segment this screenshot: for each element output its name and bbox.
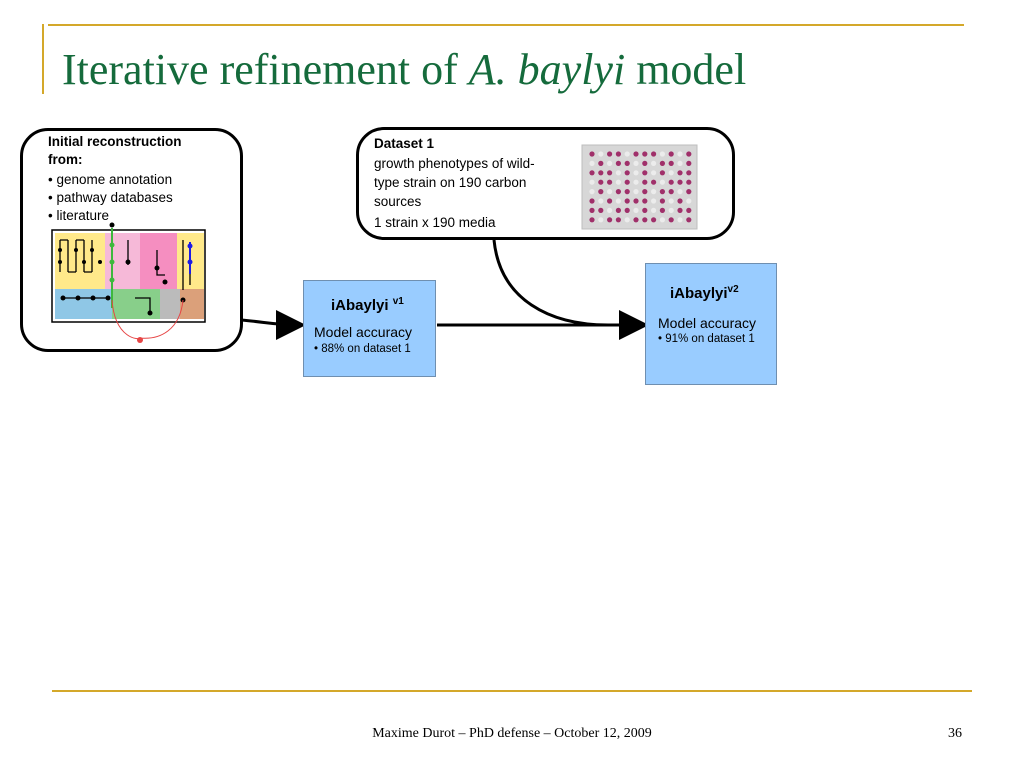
slide-title: Iterative refinement of A. baylyi model <box>62 40 746 100</box>
initial-item-literature: • literature <box>48 208 110 223</box>
dataset-line2: type strain on 190 carbon <box>374 175 527 190</box>
initial-item-pathway: • pathway databases <box>48 190 173 205</box>
initial-heading-from: from: <box>48 152 83 167</box>
title-part1: Iterative refinement of <box>62 45 469 94</box>
initial-item-genome: • genome annotation <box>48 172 173 187</box>
dataset-line1: growth phenotypes of wild- <box>374 156 535 171</box>
model-v2-accuracy-label: Model accuracy <box>658 315 757 331</box>
model-v2-version: v2 <box>727 284 739 295</box>
model-v2-accuracy-item: • 91% on dataset 1 <box>658 333 755 345</box>
dataset-line3: sources <box>374 194 422 209</box>
page-number: 36 <box>948 726 962 741</box>
model-v2-name: iAbaylyiv2 <box>670 284 739 302</box>
model-v1-version: v1 <box>392 296 404 307</box>
footer-text: Maxime Durot – PhD defense – October 12,… <box>372 726 652 741</box>
model-v1-name: iAbaylyi v1 <box>331 296 404 314</box>
model-v1-accuracy-item: • 88% on dataset 1 <box>314 343 411 355</box>
dataset-line4: 1 strain x 190 media <box>374 215 496 230</box>
model-v2-box <box>645 263 777 385</box>
top-divider <box>48 24 964 26</box>
dataset-heading: Dataset 1 <box>374 136 435 151</box>
title-italic: A. baylyi <box>468 45 626 94</box>
initial-heading: Initial reconstruction <box>48 134 182 149</box>
model-v1-box <box>303 280 436 377</box>
model-v1-accuracy-label: Model accuracy <box>314 324 413 340</box>
model-v1-name-text: iAbaylyi <box>331 297 389 314</box>
left-accent <box>42 24 44 94</box>
model-v2-name-text: iAbaylyi <box>670 285 728 302</box>
bottom-divider <box>52 690 972 692</box>
title-part2: model <box>625 45 747 94</box>
